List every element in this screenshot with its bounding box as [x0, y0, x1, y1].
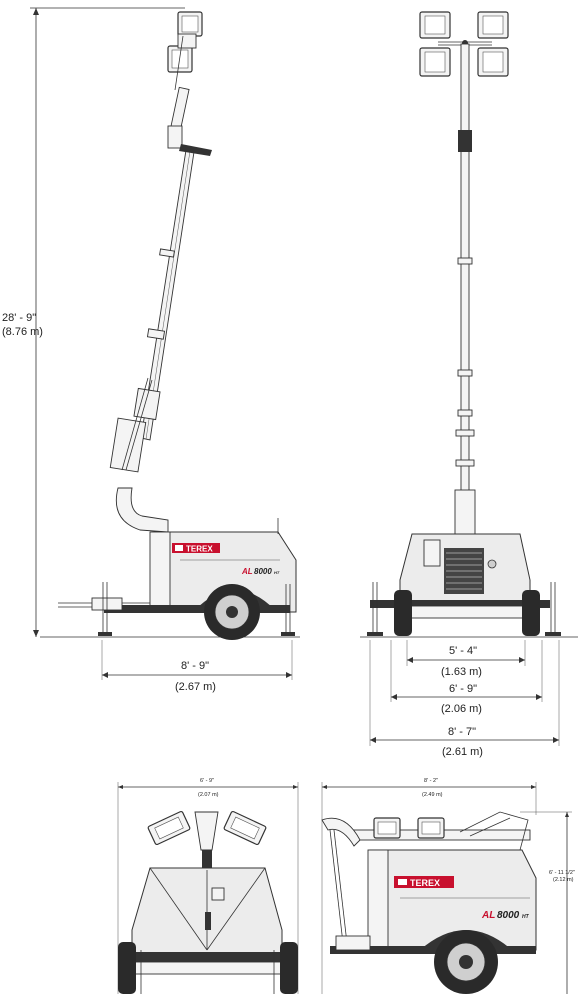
- side-lamp-cluster: [167, 11, 203, 149]
- height-ft-label: 28' - 9": [2, 312, 36, 324]
- rear-outrigger-m-label: (2.61 m): [442, 746, 483, 758]
- rear-tire-width-dimension: 6' - 9" (2.06 m): [390, 640, 543, 715]
- side-stowed-model-suffix: HT: [522, 914, 530, 920]
- side-stowed-model-number: 8000: [497, 910, 520, 921]
- rear-outrigger-ft-label: 8' - 7": [448, 726, 476, 738]
- rear-tire-width-m-label: (2.06 m): [441, 703, 482, 715]
- front-stowed-housing: [118, 867, 298, 975]
- side-wheel: [204, 584, 260, 640]
- rear-housing: [370, 533, 550, 619]
- rear-track-ft-label: 5' - 4": [449, 645, 477, 657]
- rear-tire-width-ft-label: 6' - 9": [449, 683, 477, 695]
- side-stowed-housing: TEREX AL 8000 HT: [330, 849, 537, 954]
- height-m-label: (8.76 m): [2, 326, 43, 338]
- rear-wheels: [367, 582, 561, 636]
- side-model-prefix: AL: [241, 567, 253, 576]
- side-stowed-length-dimension: 8' - 2" (2.49 m): [321, 778, 537, 994]
- side-stowed-length-m-label: (2.49 m): [422, 792, 443, 798]
- rear-track-m-label: (1.63 m): [441, 666, 482, 678]
- rear-track-dimension: 5' - 4" (1.63 m): [406, 640, 526, 678]
- side-model-suffix: HT: [274, 570, 280, 575]
- side-brand-label: TEREX: [186, 545, 213, 554]
- side-stowed-view: 8' - 2" (2.49 m) 6' - 11 1/2" (2.12 m): [321, 778, 575, 994]
- front-stowed-width-ft-label: 6' - 9": [200, 778, 214, 784]
- side-stowed-brand-label: TEREX: [410, 878, 440, 888]
- side-stowed-mast: [321, 811, 531, 953]
- rear-view-extended: 5' - 4" (1.63 m) 6' - 9" (2.06 m) 8' - 7…: [367, 11, 561, 758]
- side-stowed-model-prefix: AL: [481, 910, 495, 921]
- side-stowed-height-m-label: (2.12 m): [553, 877, 574, 883]
- side-model-number: 8000: [254, 567, 272, 576]
- side-view-extended: 28' - 9" (8.76 m): [2, 7, 578, 693]
- side-length-m-label: (2.67 m): [175, 681, 216, 693]
- side-stowed-wheel: [434, 930, 498, 994]
- height-dimension: 28' - 9" (8.76 m): [2, 7, 185, 637]
- side-tongue: [58, 582, 295, 636]
- front-stowed-width-m-label: (2.07 m): [198, 792, 219, 798]
- front-stowed-lamps: [147, 810, 267, 870]
- side-length-dimension: 8' - 9" (2.67 m): [101, 640, 293, 693]
- side-housing: TEREX AL 8000 HT: [104, 518, 297, 613]
- side-stowed-height-ft-label: 6' - 11 1/2": [549, 870, 575, 876]
- side-stowed-height-dimension: 6' - 11 1/2" (2.12 m): [520, 811, 575, 994]
- side-stowed-length-ft-label: 8' - 2": [424, 778, 438, 784]
- front-stowed-view: 6' - 9" (2.07 m): [117, 778, 299, 994]
- front-stowed-wheels: [118, 942, 298, 994]
- rear-lamp-cluster: [419, 11, 509, 77]
- rear-outrigger-dimension: 8' - 7" (2.61 m): [369, 640, 560, 758]
- side-length-ft-label: 8' - 9": [181, 660, 209, 672]
